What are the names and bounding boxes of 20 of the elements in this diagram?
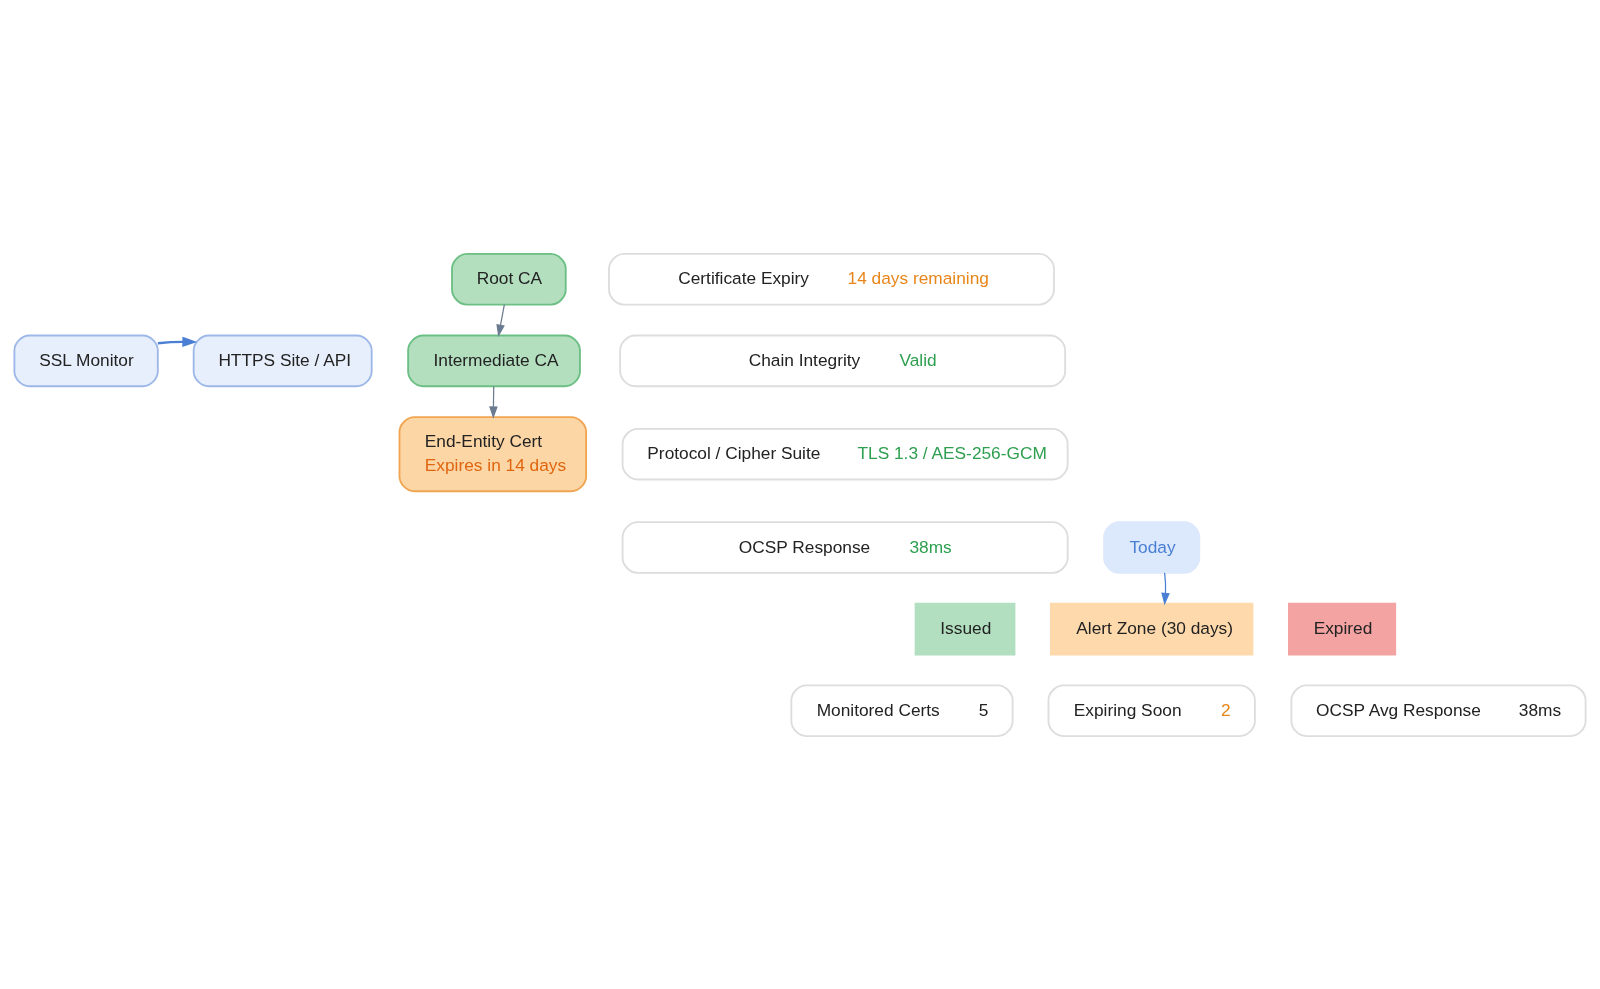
node-box: Issued — [914, 602, 1016, 655]
node-box: OCSP Avg Response 38ms — [1290, 683, 1587, 737]
node-box: OCSP Response 38ms — [621, 520, 1069, 574]
node-box: Today — [1103, 520, 1201, 574]
node-box: Certificate Expiry 14 days remaining — [608, 252, 1055, 306]
node-box: Expiring Soon 2 — [1047, 683, 1256, 737]
arrow — [496, 303, 505, 337]
node-box: Alert Zone (30 days) — [1050, 602, 1254, 655]
arrow — [157, 336, 198, 347]
node-box: Expired — [1288, 602, 1397, 655]
arrow — [1161, 571, 1170, 605]
node-box: Monitored Certs 5 — [790, 683, 1014, 737]
node-box: Chain Integrity Valid — [619, 334, 1067, 387]
node-box: SSL Monitor — [13, 334, 159, 387]
arrow — [489, 385, 498, 419]
node-box: Protocol / Cipher Suite TLS 1.3 / AES-256-GCM — [621, 427, 1069, 480]
node-box: End-Entity Cert Expires in 14 days — [398, 415, 588, 492]
node-box: Root CA — [451, 252, 567, 306]
node-box: HTTPS Site / API — [192, 334, 373, 387]
node-box: Intermediate CA — [407, 334, 581, 387]
